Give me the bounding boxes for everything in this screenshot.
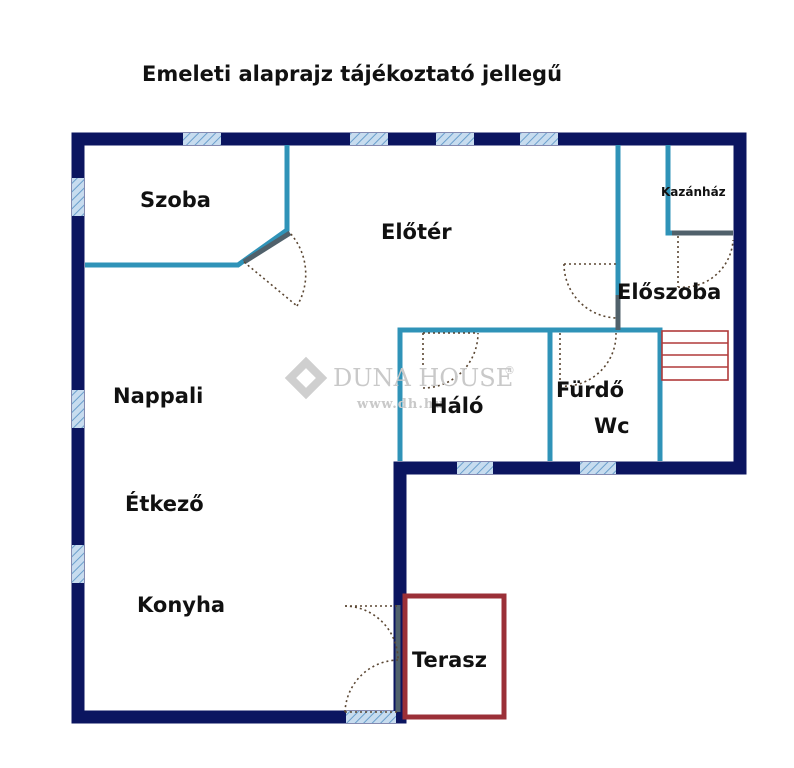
watermark-brand: DUNA HOUSE xyxy=(333,364,513,392)
door-leaves xyxy=(242,230,733,712)
watermark: DUNA HOUSE ® www.dh.hu xyxy=(284,356,515,412)
room-labels: Szoba Előtér Kazánház Előszoba Nappali H… xyxy=(113,185,726,672)
room-label-nappali: Nappali xyxy=(113,384,203,408)
room-label-eloter: Előtér xyxy=(381,220,452,244)
stairs xyxy=(661,330,729,381)
room-label-konyha: Konyha xyxy=(137,593,225,617)
room-label-wc: Wc xyxy=(594,414,630,438)
terrace-outline xyxy=(402,593,507,720)
watermark-registered: ® xyxy=(504,364,515,377)
windows xyxy=(72,133,616,723)
room-label-eloszoba: Előszoba xyxy=(617,280,721,304)
door-swings xyxy=(243,232,734,713)
room-label-furdo: Fürdő xyxy=(556,378,624,402)
room-label-szoba: Szoba xyxy=(140,188,211,212)
duna-house-logo-icon xyxy=(284,356,328,400)
plan-title: Emeleti alaprajz tájékoztató jellegű xyxy=(142,62,563,86)
room-label-halo: Háló xyxy=(430,394,483,418)
watermark-url: www.dh.hu xyxy=(356,397,445,412)
room-label-etkezo: Étkező xyxy=(125,491,204,516)
room-label-terasz: Terasz xyxy=(412,648,487,672)
room-label-kazanhaz: Kazánház xyxy=(661,185,726,199)
